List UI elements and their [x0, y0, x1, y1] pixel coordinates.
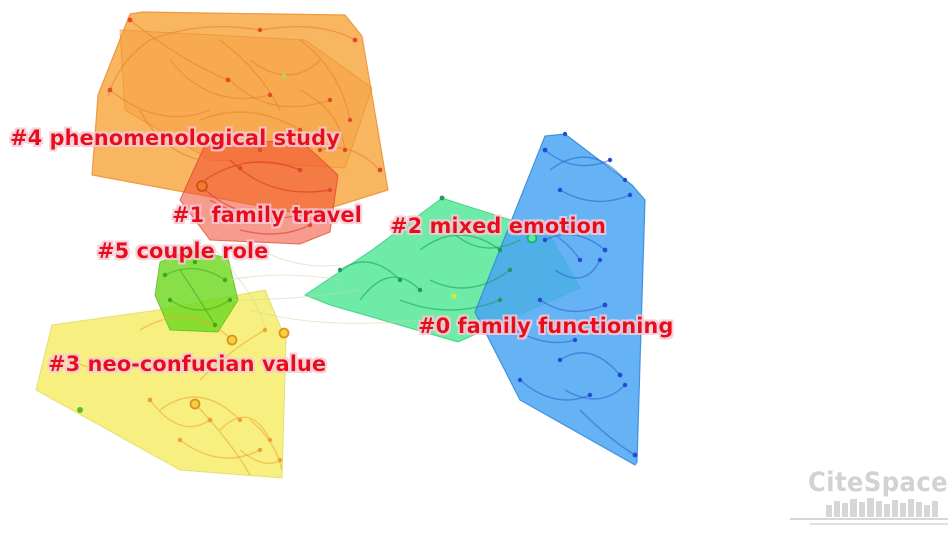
network-node [439, 195, 445, 201]
cluster-label-phenomenological-study: #4 phenomenological study [10, 126, 340, 150]
network-node [617, 372, 623, 378]
network-node [327, 97, 333, 103]
network-node [277, 457, 283, 463]
network-edges [69, 19, 636, 476]
network-node [157, 357, 163, 363]
network-node [107, 87, 113, 93]
network-node [587, 392, 593, 398]
network-node [627, 192, 633, 198]
network-node [262, 327, 268, 333]
network-node [622, 177, 628, 183]
cluster-hull-family-functioning [474, 133, 646, 466]
cluster-label-neo-confucian-value: #3 neo-confucian value [48, 352, 326, 376]
cluster-label-couple-role: #5 couple role [97, 239, 268, 263]
network-node-hub [526, 232, 538, 244]
network-node [602, 302, 608, 308]
network-node [417, 287, 423, 293]
network-node [557, 357, 563, 363]
logo-text: CiteSpace [808, 467, 948, 498]
network-node [327, 187, 333, 193]
network-node [602, 247, 608, 253]
network-node [257, 27, 263, 33]
network-node [347, 117, 353, 123]
cluster-label-family-travel: #1 family travel [172, 203, 362, 227]
network-node [177, 437, 183, 443]
network-node [222, 277, 228, 283]
network-nodes [67, 17, 638, 463]
network-node [507, 267, 513, 273]
network-node [377, 167, 383, 173]
network-node [225, 77, 231, 83]
network-node [352, 37, 358, 43]
network-node [267, 437, 273, 443]
network-node-hub [196, 180, 208, 192]
network-node [297, 167, 303, 173]
network-node [77, 407, 83, 413]
network-node [317, 147, 323, 153]
logo-books-icon [826, 498, 938, 517]
citespace-logo: CiteSpace [790, 467, 948, 525]
network-node [257, 147, 263, 153]
network-node [497, 297, 503, 303]
network-node [237, 417, 243, 423]
cluster-hull-family-travel [179, 139, 339, 245]
network-node [542, 237, 548, 243]
cluster-labels: #4 phenomenological study #1 family trav… [10, 126, 673, 376]
network-node [207, 417, 213, 423]
network-node [227, 297, 233, 303]
network-node [622, 382, 628, 388]
network-node-hub [226, 334, 238, 346]
cluster-label-mixed-emotion: #2 mixed emotion [390, 214, 606, 238]
cluster-label-family-functioning: #0 family functioning [418, 314, 673, 338]
network-node [147, 397, 153, 403]
network-node [447, 227, 453, 233]
network-node [537, 297, 543, 303]
network-node [577, 257, 583, 263]
network-node [257, 447, 263, 453]
network-node [317, 207, 323, 213]
cluster-hulls [35, 11, 646, 479]
cluster-hull-neo-confucian-value [35, 289, 287, 479]
network-node [162, 272, 168, 278]
network-node [542, 147, 548, 153]
network-node [607, 157, 613, 163]
network-node [67, 357, 73, 363]
network-node [237, 165, 243, 171]
network-node [562, 131, 568, 137]
network-node [127, 17, 133, 23]
network-node [632, 452, 638, 458]
network-node [557, 187, 563, 193]
network-node [212, 322, 218, 328]
network-node [597, 257, 603, 263]
network-node [267, 92, 273, 98]
network-node [297, 127, 303, 133]
network-node [517, 377, 523, 383]
network-node [342, 147, 348, 153]
network-node [307, 222, 313, 228]
network-node-hub [189, 398, 201, 410]
network-node [451, 293, 457, 299]
network-node [337, 267, 343, 273]
network-node-hub [278, 327, 290, 339]
network-node [192, 259, 198, 265]
network-node [267, 212, 273, 218]
network-node [167, 297, 173, 303]
network-node [497, 247, 503, 253]
network-node [572, 337, 578, 343]
network-node [397, 277, 403, 283]
network-node [281, 73, 287, 79]
